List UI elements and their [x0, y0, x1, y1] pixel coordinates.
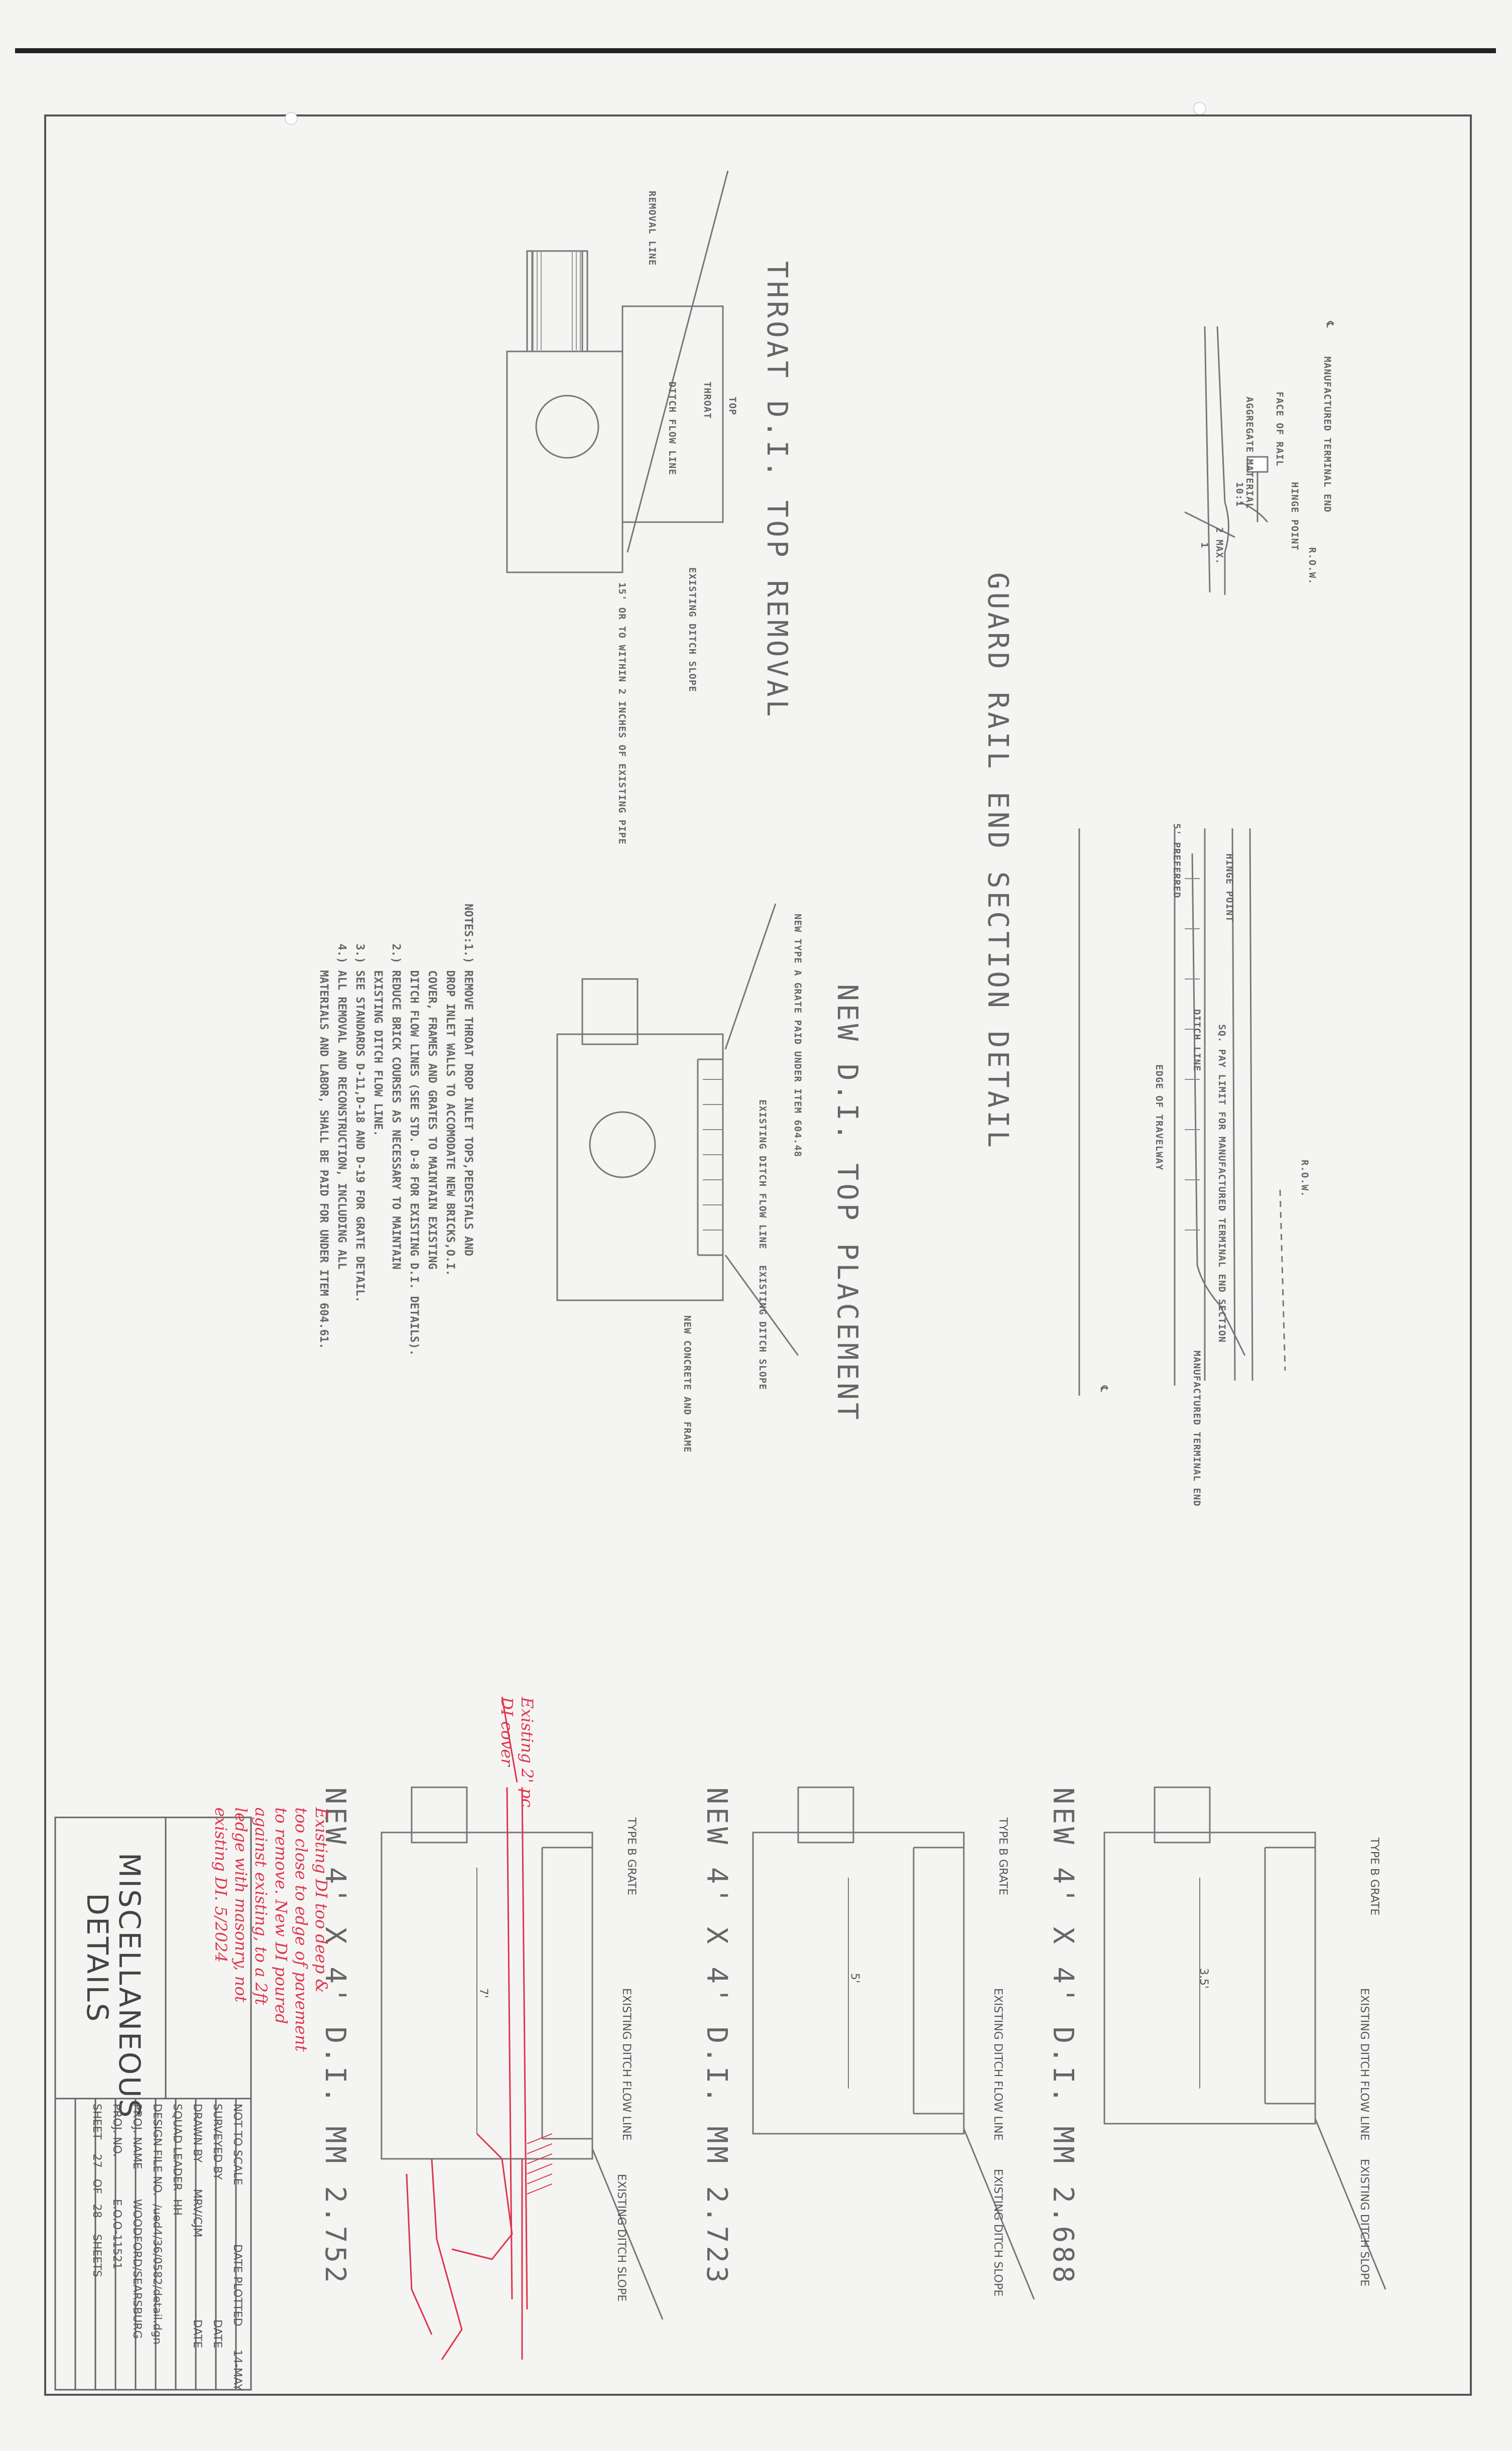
tb-of: OF: [90, 2179, 103, 2194]
tb-sheets-total: 28: [90, 2204, 103, 2218]
tb-date-plotted: 14-MAY: [231, 2350, 243, 2391]
sheet-title: MISCELLANEOUS DETAILS: [80, 1853, 147, 2119]
di-1-flow-label: EXISTING DITCH FLOW LINE: [1358, 1988, 1370, 2141]
red-hatch: [527, 2133, 553, 2194]
guardrail-ditch-line: DITCH LINE: [1191, 1009, 1202, 1072]
guardrail-hinge-point-2: HINGE POINT: [1224, 853, 1235, 922]
guardrail-slope-10-1: 10:1: [1234, 482, 1245, 507]
di-1-grate-label: TYPE B GRATE: [1368, 1837, 1380, 1916]
guardrail-sq-pay-limit: SQ. PAY LIMIT FOR MANUFACTURED TERMINAL …: [1216, 1024, 1227, 1343]
guardrail-row: R.O.W.: [1307, 547, 1318, 585]
guardrail-hinge-point: HINGE POINT: [1289, 482, 1300, 551]
guardrail-row-2: R.O.W.: [1299, 1160, 1310, 1197]
tb-sheet-no: 27: [90, 2154, 103, 2168]
new-top-grate-label: NEW TYPE A GRATE PAID UNDER ITEM 604.48: [792, 914, 803, 1158]
punch-hole: [285, 112, 298, 125]
guardrail-mfg-end: MANUFACTURED TERMINAL END: [1322, 356, 1333, 513]
red-note-long: Existing DI too deep & too close to edge…: [211, 1807, 331, 2052]
di-3-grate-label: TYPE B GRATE: [625, 1817, 638, 1896]
guardrail-title: GUARD RAIL END SECTION DETAIL: [981, 572, 1014, 1151]
di-1-title: NEW 4' X 4' D.I. MM 2.688: [1047, 1787, 1079, 2286]
tb-proj-no: PROJ. NO.: [110, 2104, 123, 2157]
throat-throat-label: THROAT: [702, 382, 713, 419]
guardrail-cl-top: ℄: [1324, 321, 1335, 328]
tb-date-2: DATE: [191, 2319, 203, 2349]
guardrail-preferred: 5' PREFERRED: [1171, 823, 1182, 899]
guardrail-aggregate: AGGREGATE MATERIAL: [1244, 397, 1255, 509]
tb-scale: NOT TO SCALE: [231, 2104, 243, 2185]
tb-design-file-value: /ued4/36/0582/detail.dgn: [151, 2204, 163, 2345]
tb-proj-name-value: WOODFORD/SEARSBURG: [131, 2199, 143, 2339]
tb-design-file: DESIGN FILE NO.: [151, 2104, 163, 2196]
di-2-grate-label: TYPE B GRATE: [996, 1817, 1009, 1896]
guardrail-mfg-end-2: MANUFACTURED TERMINAL END: [1191, 1351, 1202, 1507]
new-top-flow-label: EXISTING DITCH FLOW LINE: [757, 1099, 768, 1250]
throat-existing-slope-label: EXISTING DITCH SLOPE: [687, 567, 698, 692]
red-note-short: Existing 2' pc DI cover: [497, 1697, 537, 1808]
new-top-concrete-label: NEW CONCRETE AND FRAME: [682, 1315, 693, 1453]
tb-sheet-label: SHEET: [90, 2104, 103, 2140]
guardrail-face-of-rail: FACE OF RAIL: [1274, 392, 1285, 467]
guardrail-ticks: [1185, 878, 1200, 1231]
new-top-drawing: [556, 903, 799, 1356]
di-3-slope-label: EXISTING DITCH SLOPE: [615, 2174, 627, 2302]
di-detail-2-drawing: [752, 1786, 1035, 2300]
tb-proj-no-value: E.O.O-11521: [110, 2199, 123, 2270]
di-1-dimension: 3.5': [1197, 1968, 1210, 1989]
di-3-flow-label: EXISTING DITCH FLOW LINE: [620, 1988, 633, 2141]
di-detail-1-drawing: [1103, 1786, 1387, 2290]
tb-squad-leader-value: HH: [171, 2199, 183, 2216]
sheet-border: [44, 114, 1472, 2396]
new-top-grate: [703, 1079, 723, 1231]
tb-date-plotted-label: DATE PLOTTED: [231, 2244, 243, 2326]
title-block: [54, 1816, 252, 2391]
di-detail-3-drawing: [381, 1786, 664, 2320]
guardrail-cl-bottom: ℄: [1098, 1386, 1109, 1393]
sheet-top-edge: [15, 48, 1496, 53]
tb-drawn-by: DRAWN BY: [191, 2104, 203, 2163]
guardrail-edge-travelway: EDGE OF TRAVELWAY: [1154, 1064, 1165, 1171]
tb-date-1: DATE: [211, 2319, 223, 2349]
tb-surveyed-by: SURVEYED BY: [211, 2104, 223, 2180]
throat-top-label: TOP: [727, 397, 738, 416]
guardrail-slope-2max: 2 MAX.: [1214, 527, 1225, 565]
di-3-dimension: 7': [477, 1988, 489, 1999]
red-markup: [406, 1696, 528, 2360]
guardrail-slope-1: 1: [1199, 542, 1210, 549]
di-1-slope-label: EXISTING DITCH SLOPE: [1358, 2159, 1370, 2287]
throat-removal-drawing: [506, 170, 729, 573]
throat-within-label: 15' OR TO WITHIN 2 INCHES OF EXISTING PI…: [616, 582, 627, 845]
notes-block: NOTES:1.) REMOVE THROAT DROP INLET TOPS,…: [317, 904, 474, 1356]
di-2-slope-label: EXISTING DITCH SLOPE: [991, 2169, 1004, 2297]
tb-squad-leader: SQUAD LEADER: [171, 2104, 183, 2191]
di-dimension-lines: [476, 1868, 1200, 2134]
tb-proj-name: PROJ. NAME: [131, 2104, 143, 2169]
new-top-title: NEW D.I. TOP PLACEMENT: [831, 984, 863, 1423]
tb-drawn-by-value: MRV/CJM: [191, 2189, 203, 2238]
new-top-slope-label: EXISTING DITCH SLOPE: [757, 1265, 768, 1390]
di-2-flow-label: EXISTING DITCH FLOW LINE: [991, 1988, 1004, 2141]
di-2-dimension: 5': [848, 1973, 861, 1984]
throat-removal-title: THROAT D.I. TOP REMOVAL: [761, 261, 793, 720]
di-2-title: NEW 4' X 4' D.I. MM 2.723: [700, 1787, 733, 2286]
punch-hole: [1193, 102, 1206, 115]
throat-removal-line-label: REMOVAL LINE: [647, 191, 658, 266]
throat-removal-hatch: [533, 251, 581, 351]
tb-sheets: SHEETS: [90, 2234, 103, 2277]
throat-flow-line-label: DITCH FLOW LINE: [667, 382, 678, 475]
guardrail-detail-drawing: [1078, 326, 1286, 1396]
